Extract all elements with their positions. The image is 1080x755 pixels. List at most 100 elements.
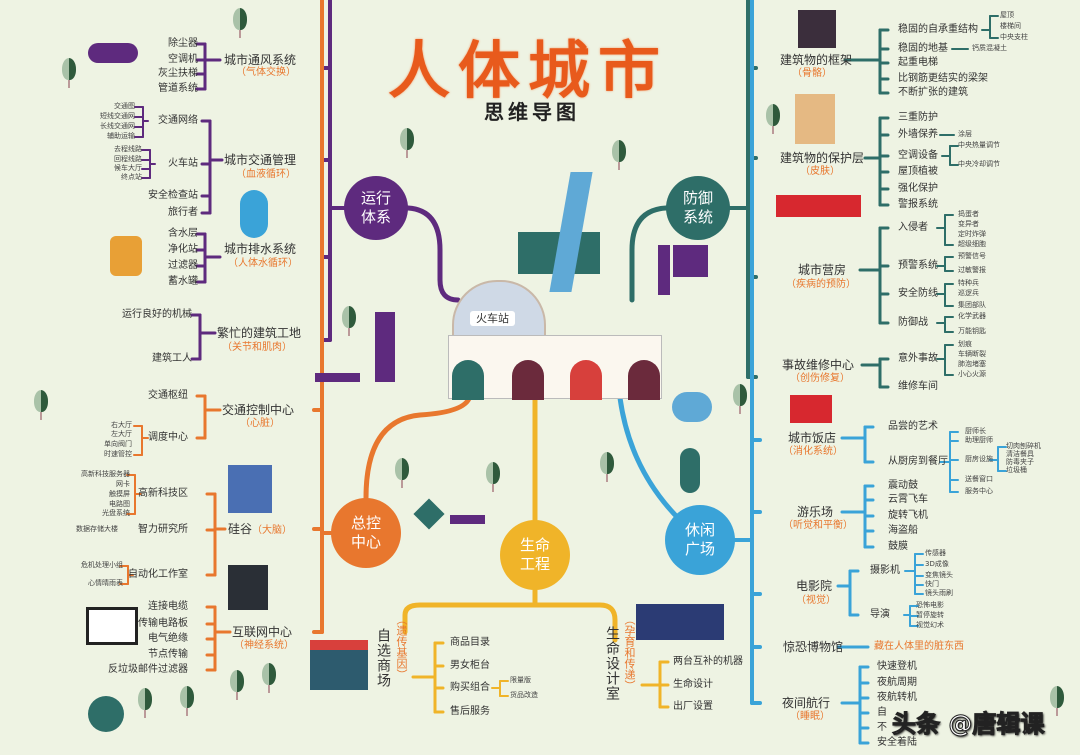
- node-park[interactable]: 游乐场: [797, 505, 834, 519]
- hub-defense[interactable]: 防御系统: [666, 176, 730, 240]
- leaf[interactable]: 交通网络: [158, 115, 198, 126]
- leaf[interactable]: 反垃圾邮件过滤器: [108, 664, 188, 675]
- page-subtitle: 思维导图: [484, 100, 580, 124]
- leaf[interactable]: 商品目录: [450, 637, 490, 648]
- leaf[interactable]: 空调设备: [898, 150, 938, 161]
- node-barracks[interactable]: 城市营房: [798, 263, 847, 277]
- leaf[interactable]: 男女柜台: [450, 660, 490, 671]
- leaf[interactable]: 夜航转机: [877, 692, 917, 703]
- leaf[interactable]: 除尘器: [168, 38, 198, 49]
- node-traffic[interactable]: 城市交通管理: [224, 153, 297, 167]
- leaf[interactable]: 净化站: [168, 244, 198, 255]
- leaf[interactable]: 预警系统: [898, 260, 938, 271]
- tree-icon: [180, 686, 194, 716]
- leaf[interactable]: 云霄飞车: [888, 494, 928, 505]
- leaf[interactable]: 两台互补的机器: [673, 656, 743, 667]
- leaf[interactable]: 安全检查站: [148, 190, 198, 201]
- leaf[interactable]: 含水层: [168, 228, 198, 239]
- leaf[interactable]: 智力研究所: [138, 524, 188, 535]
- hub-operation[interactable]: 运行体系: [344, 176, 408, 240]
- leaf[interactable]: 海盗船: [888, 525, 918, 536]
- leaf[interactable]: 建筑工人: [152, 353, 192, 364]
- leaf[interactable]: 屋顶植被: [898, 166, 938, 177]
- leaf[interactable]: 安全着陆: [877, 737, 917, 748]
- leaf[interactable]: 过滤器: [168, 260, 198, 271]
- hub-control[interactable]: 总控中心: [331, 498, 401, 568]
- restaurant-illustration: [790, 395, 832, 423]
- leaf[interactable]: 生命设计: [673, 679, 713, 690]
- leaf[interactable]: 鼓膜: [888, 541, 908, 552]
- leaf[interactable]: 不断扩张的建筑: [898, 87, 968, 98]
- leaf[interactable]: 摄影机: [870, 565, 900, 576]
- leaf[interactable]: 出厂设置: [673, 701, 713, 712]
- leaf[interactable]: 震动鼓: [888, 480, 918, 491]
- hub-label: 防御系统: [682, 189, 713, 226]
- node-ventilation[interactable]: 城市通风系统: [224, 53, 297, 67]
- leaf[interactable]: 交通枢纽: [148, 390, 188, 401]
- node-restaurant[interactable]: 城市饭店: [788, 431, 837, 445]
- leaf[interactable]: 运行良好的机械: [122, 309, 192, 320]
- leaf[interactable]: 自: [877, 707, 887, 718]
- leaf[interactable]: 入侵者: [898, 222, 928, 233]
- leaf[interactable]: 防御战: [898, 317, 928, 328]
- leaf[interactable]: 藏在人体里的脏东西: [874, 641, 964, 652]
- leaf[interactable]: 空调机: [168, 54, 198, 65]
- leaf[interactable]: 管道系统: [158, 83, 198, 94]
- node-park-sub: （听觉和平衡）: [783, 520, 853, 531]
- leaf[interactable]: 调度中心: [148, 432, 188, 443]
- leaf[interactable]: 从厨房到餐厅: [888, 456, 948, 467]
- sub-leaf: 数据存储大楼: [76, 525, 118, 533]
- leaf[interactable]: 节点传输: [148, 649, 188, 660]
- leaf[interactable]: 售后服务: [450, 706, 490, 717]
- shop-illustration: [310, 640, 368, 690]
- water-jar-illustration: [110, 236, 142, 276]
- leaf[interactable]: 稳固的地基: [898, 43, 948, 54]
- barracks-illustration: [776, 195, 861, 217]
- leaf[interactable]: 强化保护: [898, 183, 938, 194]
- node-flight[interactable]: 夜间航行: [782, 696, 831, 710]
- node-cinema[interactable]: 电影院: [796, 579, 833, 593]
- node-museum[interactable]: 惊恐博物馆: [783, 640, 844, 654]
- leaf[interactable]: 旅行者: [168, 207, 198, 218]
- leaf[interactable]: 连接电缆: [148, 601, 188, 612]
- train-tunnel: [570, 360, 602, 400]
- leaf[interactable]: 起重电梯: [898, 57, 938, 68]
- node-frame[interactable]: 建筑物的框架: [780, 53, 853, 67]
- leaf[interactable]: 传输电路板: [138, 618, 188, 629]
- leaf[interactable]: 稳固的自承重结构: [898, 24, 978, 35]
- leaf[interactable]: 不: [877, 722, 887, 733]
- node-traffic-control[interactable]: 交通控制中心: [222, 403, 295, 417]
- node-design[interactable]: 生命设计室: [604, 626, 620, 701]
- node-repair[interactable]: 事故维修中心: [782, 358, 855, 372]
- leaf[interactable]: 外墙保养: [898, 129, 938, 140]
- leaf[interactable]: 自动化工作室: [128, 569, 188, 580]
- node-drainage[interactable]: 城市排水系统: [224, 242, 297, 256]
- hub-life[interactable]: 生命工程: [500, 520, 570, 590]
- leaf[interactable]: 电气绝缘: [148, 633, 188, 644]
- leaf[interactable]: 夜航周期: [877, 677, 917, 688]
- leaf[interactable]: 品尝的艺术: [888, 421, 938, 432]
- node-shell[interactable]: 建筑物的保护层: [780, 151, 865, 165]
- leaf[interactable]: 维修车间: [898, 381, 938, 392]
- leaf[interactable]: 比钢筋更结实的梁架: [898, 73, 988, 84]
- leaf[interactable]: 高新科技区: [138, 488, 188, 499]
- purple-block: [658, 245, 670, 295]
- leaf[interactable]: 蓄水罐: [168, 276, 198, 287]
- leaf[interactable]: 灰尘扶梯: [158, 68, 198, 79]
- node-silicon[interactable]: 硅谷（大脑）: [228, 523, 292, 536]
- leaf[interactable]: 火车站: [168, 158, 198, 169]
- leaf[interactable]: 安全防线: [898, 288, 938, 299]
- node-internet[interactable]: 互联网中心: [232, 625, 293, 639]
- hub-leisure[interactable]: 休闲广场: [665, 505, 735, 575]
- leaf[interactable]: 意外事故: [898, 353, 938, 364]
- sub-leaf: 化学武器: [958, 312, 986, 320]
- sub-leaf: 车辆断裂: [958, 350, 986, 358]
- node-construction[interactable]: 繁忙的建筑工地: [217, 326, 302, 340]
- leaf[interactable]: 购买组合: [450, 682, 490, 693]
- node-mall[interactable]: 自选商场: [375, 628, 391, 688]
- leaf[interactable]: 三重防护: [898, 112, 938, 123]
- leaf[interactable]: 快速登机: [877, 661, 917, 672]
- leaf[interactable]: 导演: [870, 609, 890, 620]
- leaf[interactable]: 旋转飞机: [888, 510, 928, 521]
- leaf[interactable]: 警报系统: [898, 199, 938, 210]
